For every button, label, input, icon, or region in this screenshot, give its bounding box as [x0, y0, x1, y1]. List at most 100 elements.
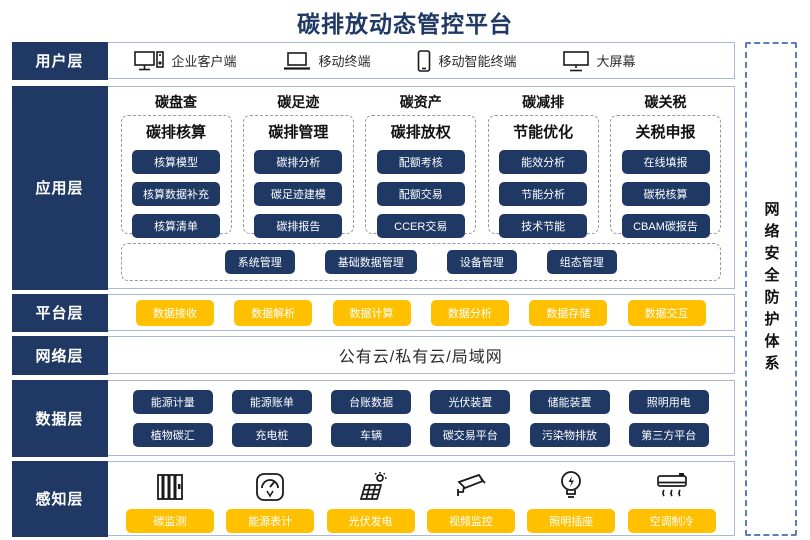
app-module-title: 碳排管理	[268, 124, 329, 141]
app-column-carbon-reduction: 碳减排 节能优化 能效分析 节能分析 技术节能	[487, 92, 599, 238]
data-item-button[interactable]: 车辆	[331, 422, 412, 447]
app-category: 碳关税	[644, 94, 687, 110]
perception-item-carbon-monitor: 碳监测	[125, 465, 214, 533]
app-column-carbon-tariff: 碳关税 关税申报 在线填报 碳税核算 CBAM碳报告	[610, 92, 721, 238]
app-module-title: 碳排核算	[145, 124, 206, 141]
solar-panel-icon	[354, 465, 388, 503]
user-item-label: 企业客户端	[171, 54, 237, 69]
app-item-button[interactable]: 配额考核	[376, 150, 465, 174]
perception-item-solar-panel: 光伏发电	[326, 465, 415, 533]
data-item-button[interactable]: 污染物排放	[529, 422, 610, 447]
data-item-button[interactable]: 照明用电	[628, 389, 709, 414]
user-item-enterprise-client: 企业客户端	[133, 50, 237, 72]
user-item-label: 大屏幕	[596, 54, 636, 69]
user-layer: 用户层 企业客户端 移动终端	[11, 41, 735, 80]
perception-item-air-conditioning: 空调制冷	[627, 465, 716, 533]
user-item-label: 移动智能终端	[438, 54, 517, 69]
network-security-label: 网络安全防护体系	[762, 201, 780, 377]
user-item-smart-mobile: 移动智能终端	[417, 49, 517, 72]
app-module-title: 节能优化	[513, 124, 574, 141]
app-item-button[interactable]: 节能分析	[499, 182, 588, 206]
user-layer-label: 用户层	[11, 41, 108, 80]
app-category: 碳减排	[522, 94, 565, 110]
app-item-button[interactable]: 技术节能	[499, 214, 588, 238]
perception-item-button[interactable]: 能源表计	[226, 508, 315, 533]
app-module-box: 碳排核算 核算模型 核算数据补充 核算清单	[120, 115, 232, 238]
app-column-carbon-asset: 碳资产 碳排放权 配额考核 配额交易 CCER交易	[365, 92, 477, 238]
user-item-label: 移动终端	[318, 54, 371, 69]
application-layer: 应用层 碳盘查 碳排核算 核算模型 核算数据补充 核算清单 碳足迹 碳排管理 碳…	[11, 85, 735, 290]
app-module-title: 关税申报	[635, 124, 696, 141]
carbon-monitor-icon	[154, 465, 186, 503]
data-item-button[interactable]: 第三方平台	[628, 422, 709, 447]
app-item-button[interactable]: 能效分析	[499, 150, 588, 174]
app-item-button[interactable]: 碳足迹建模	[254, 182, 343, 206]
platform-item-button[interactable]: 数据交互	[627, 299, 706, 326]
platform-item-button[interactable]: 数据存储	[529, 299, 608, 326]
data-layer: 数据层 能源计量 能源账单 台账数据 光伏装置 储能装置 照明用电 植物碳汇 充…	[11, 379, 735, 457]
common-module-button[interactable]: 设备管理	[446, 250, 517, 274]
app-item-button[interactable]: 核算清单	[132, 214, 220, 238]
data-item-button[interactable]: 碳交易平台	[430, 422, 511, 447]
data-row: 植物碳汇 充电桩 车辆 碳交易平台 污染物排放 第三方平台	[114, 422, 729, 447]
network-layer: 网络层 公有云/私有云/局域网	[11, 335, 735, 375]
perception-item-lighting-socket: 照明插座	[527, 465, 616, 533]
energy-meter-icon	[254, 465, 286, 503]
app-module-title: 碳排放权	[390, 124, 451, 141]
perception-item-button[interactable]: 空调制冷	[627, 508, 716, 533]
page-title: 碳排放动态管控平台	[297, 11, 513, 37]
platform-item-button[interactable]: 数据接收	[135, 299, 214, 326]
app-module-box: 碳排放权 配额考核 配额交易 CCER交易	[365, 115, 477, 238]
app-item-button[interactable]: 核算模型	[132, 150, 220, 174]
data-item-button[interactable]: 台账数据	[331, 389, 412, 414]
data-item-button[interactable]: 光伏装置	[430, 389, 511, 414]
network-layer-label: 网络层	[11, 335, 108, 375]
network-content-text: 公有云/私有云/局域网	[338, 349, 503, 366]
app-category: 碳资产	[399, 94, 442, 110]
app-item-button[interactable]: 碳税核算	[621, 182, 710, 206]
perception-item-button[interactable]: 碳监测	[125, 508, 214, 533]
perception-item-button[interactable]: 视频监控	[426, 508, 515, 533]
platform-layer: 平台层 数据接收 数据解析 数据计算 数据分析 数据存储 数据交互	[11, 293, 735, 332]
app-module-box: 节能优化 能效分析 节能分析 技术节能	[487, 115, 599, 238]
platform-item-button[interactable]: 数据分析	[430, 299, 509, 326]
perception-layer: 感知层 碳监测	[11, 460, 735, 537]
app-item-button[interactable]: 碳排报告	[254, 214, 343, 238]
big-screen-icon	[562, 50, 589, 72]
desktop-pc-icon	[133, 50, 164, 72]
app-item-button[interactable]: 配额交易	[376, 182, 465, 206]
application-layer-label: 应用层	[11, 85, 108, 290]
platform-item-button[interactable]: 数据解析	[234, 299, 313, 326]
perception-layer-label: 感知层	[11, 460, 108, 537]
data-item-button[interactable]: 能源账单	[231, 389, 312, 414]
light-bulb-icon	[558, 465, 584, 503]
app-category: 碳足迹	[277, 94, 320, 110]
app-common-modules-box: 系统管理 基础数据管理 设备管理 组态管理	[120, 243, 721, 281]
data-row: 能源计量 能源账单 台账数据 光伏装置 储能装置 照明用电	[114, 389, 729, 414]
data-item-button[interactable]: 储能装置	[529, 389, 610, 414]
common-module-button[interactable]: 系统管理	[224, 250, 295, 274]
app-item-button[interactable]: CBAM碳报告	[621, 214, 710, 238]
app-module-box: 碳排管理 碳排分析 碳足迹建模 碳排报告	[242, 115, 354, 238]
app-column-carbon-inventory: 碳盘查 碳排核算 核算模型 核算数据补充 核算清单	[120, 92, 232, 238]
laptop-icon	[283, 51, 311, 71]
perception-item-button[interactable]: 照明插座	[527, 508, 616, 533]
user-item-mobile-terminal: 移动终端	[283, 51, 371, 71]
platform-layer-label: 平台层	[11, 293, 108, 332]
perception-item-energy-meter: 能源表计	[226, 465, 315, 533]
app-item-button[interactable]: 在线填报	[621, 150, 710, 174]
smartphone-icon	[417, 49, 431, 72]
common-module-button[interactable]: 基础数据管理	[324, 250, 417, 274]
network-security-panel: 网络安全防护体系	[745, 42, 797, 536]
platform-item-button[interactable]: 数据计算	[332, 299, 411, 326]
data-item-button[interactable]: 植物碳汇	[132, 422, 213, 447]
app-item-button[interactable]: 碳排分析	[254, 150, 343, 174]
data-item-button[interactable]: 能源计量	[132, 389, 213, 414]
air-conditioner-icon	[654, 465, 690, 503]
app-item-button[interactable]: 核算数据补充	[132, 182, 220, 206]
perception-item-button[interactable]: 光伏发电	[326, 508, 415, 533]
app-category: 碳盘查	[155, 94, 197, 110]
common-module-button[interactable]: 组态管理	[546, 250, 617, 274]
data-item-button[interactable]: 充电桩	[231, 422, 312, 447]
app-item-button[interactable]: CCER交易	[376, 214, 465, 238]
